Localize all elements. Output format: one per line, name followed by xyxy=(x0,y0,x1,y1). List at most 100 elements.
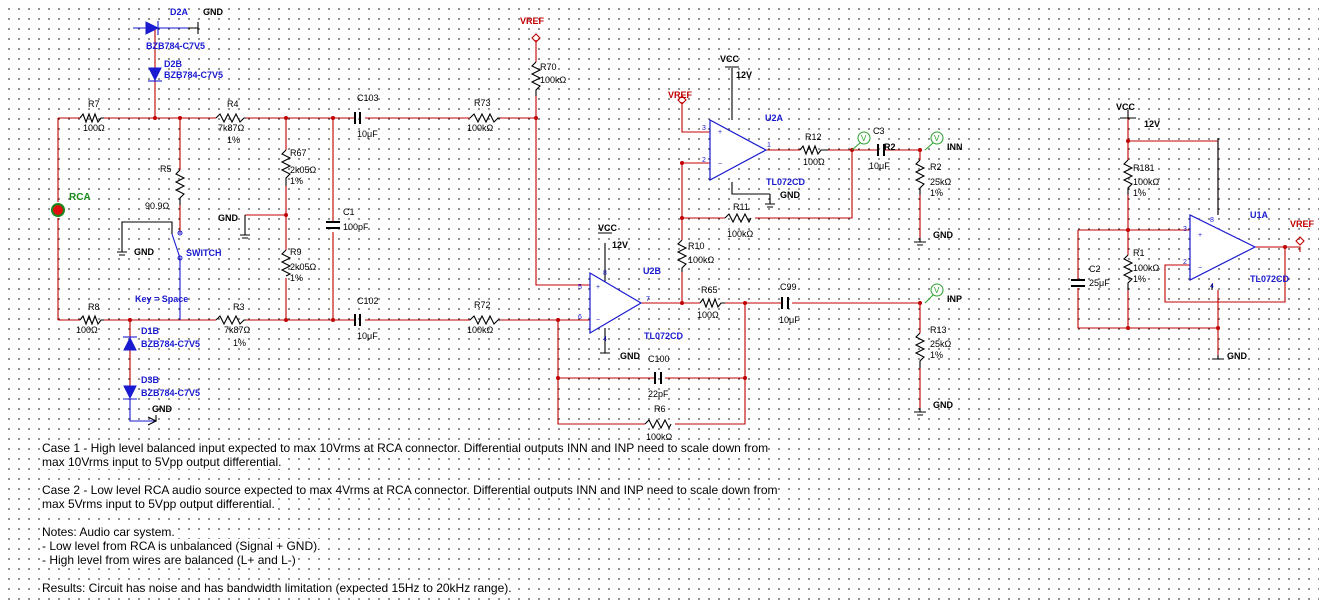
r8-value: 100Ω xyxy=(76,325,98,335)
r1-ref: R1 xyxy=(1133,248,1145,258)
r4-value: 7k87Ω xyxy=(218,123,245,133)
vcc-label-u2a: VCC xyxy=(720,54,740,64)
wires xyxy=(57,28,1301,425)
notes-title: Notes: Audio car system. xyxy=(42,525,175,539)
c2-value: 25μF xyxy=(1089,278,1110,288)
svg-text:2: 2 xyxy=(702,157,706,164)
v12-label-u2a: 12V xyxy=(736,70,752,80)
r70-ref: R70 xyxy=(540,62,557,72)
c2-ref: C2 xyxy=(1089,264,1101,274)
u2b-part: TL072CD xyxy=(644,331,684,341)
r3-ref: R3 xyxy=(233,302,245,312)
gnd-label-switch: GND xyxy=(134,247,155,257)
r72-ref: R72 xyxy=(474,300,491,310)
r73-value: 100kΩ xyxy=(467,123,494,133)
switch-key: Key = Space xyxy=(135,294,188,304)
r9-value: 2k05Ω xyxy=(290,262,317,272)
r1-tol: 1% xyxy=(1133,274,1146,284)
voltage-probes: V V V xyxy=(851,131,944,304)
note-line-2: - High level from wires are balanced (L+… xyxy=(42,553,296,567)
vcc-label-u2b: VCC xyxy=(598,223,618,233)
r11-ref: R11 xyxy=(733,202,749,212)
gnd-label-r67: GND xyxy=(218,213,239,223)
c99-ref: C99 xyxy=(780,282,797,292)
switch xyxy=(117,221,183,320)
r65-ref: R65 xyxy=(701,285,718,295)
c102-ref: C102 xyxy=(357,296,379,306)
svg-text:4: 4 xyxy=(1210,283,1214,290)
v12-label-u1a: 12V xyxy=(1144,119,1160,129)
case1-line1: Case 1 - High level balanced input expec… xyxy=(42,441,769,455)
inp-label: INP xyxy=(947,294,962,304)
svg-text:+: + xyxy=(718,129,722,136)
svg-text:8: 8 xyxy=(603,270,607,277)
r9-tol: 1% xyxy=(290,273,303,283)
c103-ref: C103 xyxy=(357,93,379,103)
r12-ref: R12 xyxy=(805,132,822,142)
d3b-ref: D3B xyxy=(141,375,160,385)
gnd-symbols xyxy=(147,22,1224,426)
v12-label-u2b: 12V xyxy=(612,240,628,250)
r6-ref: R6 xyxy=(654,404,666,414)
r181-ref: R181 xyxy=(1133,163,1155,173)
svg-text:4: 4 xyxy=(603,336,607,343)
d1b-ref: D1B xyxy=(141,326,160,336)
r2-value: 25kΩ xyxy=(930,177,952,187)
c1-ref: C1 xyxy=(343,207,355,217)
junction-dots xyxy=(128,116,1287,380)
capacitor-symbols xyxy=(326,112,1085,384)
c1-value: 100pF xyxy=(343,222,369,232)
vcc-supplies xyxy=(598,66,1219,283)
r5-value: 90.9Ω xyxy=(145,201,170,211)
r4-tol: 1% xyxy=(227,135,240,145)
notes-block: Case 1 - High level balanced input expec… xyxy=(42,441,842,595)
r73-ref: R73 xyxy=(474,98,491,108)
u2b-ref: U2B xyxy=(643,266,662,276)
resistor-symbols xyxy=(79,61,1134,430)
svg-text:−: − xyxy=(596,317,600,324)
svg-text:V: V xyxy=(934,286,940,295)
case2-line1: Case 2 - Low level RCA audio source expe… xyxy=(42,483,778,497)
r8-ref: R8 xyxy=(88,302,100,312)
svg-text:8: 8 xyxy=(1210,217,1214,224)
r4-ref: R4 xyxy=(227,99,239,109)
svg-text:2: 2 xyxy=(1183,259,1187,266)
vref-label-3: VREF xyxy=(1290,219,1315,229)
r67-ref: R67 xyxy=(290,148,307,158)
gnd-label-u1a: GND xyxy=(1227,351,1248,361)
r7-ref: R7 xyxy=(88,99,100,109)
svg-text:+: + xyxy=(596,284,600,291)
u1a-ref: U1A xyxy=(1250,210,1269,220)
r6-value: 100kΩ xyxy=(646,432,673,442)
r13-tol: 1% xyxy=(930,350,943,360)
d2b-part: BZB784-C7V5 xyxy=(164,70,223,80)
case1-line2: max 10Vrms input to 5Vpp output differen… xyxy=(42,455,282,469)
labels: D2A GND BZB784-C7V5 D2B BZB784-C7V5 D1B … xyxy=(69,7,1315,442)
r67-value: 2k05Ω xyxy=(290,165,317,175)
svg-text:5: 5 xyxy=(578,284,582,291)
r3-value: 7k87Ω xyxy=(224,325,251,335)
d2b-ref: D2B xyxy=(164,59,183,69)
r181-value: 100kΩ xyxy=(1133,177,1160,187)
svg-text:−: − xyxy=(1198,265,1202,272)
rca-connector[interactable] xyxy=(51,203,65,217)
svg-text:V: V xyxy=(934,134,940,143)
r13-value: 25kΩ xyxy=(930,339,952,349)
svg-text:7: 7 xyxy=(646,296,650,303)
switch-ref: SWITCH xyxy=(186,248,222,258)
gnd-label-u2b: GND xyxy=(620,351,641,361)
r2-ref: R2 xyxy=(930,162,942,172)
c100-ref: C100 xyxy=(648,354,670,364)
svg-text:3: 3 xyxy=(702,125,706,132)
u1a-part: TL072CD xyxy=(1250,274,1290,284)
vref-label-2: VREF xyxy=(668,90,693,100)
r70-value: 100kΩ xyxy=(540,75,567,85)
r65-value: 100Ω xyxy=(697,310,719,320)
svg-text:+: + xyxy=(1198,232,1202,239)
d1b-part: BZB784-C7V5 xyxy=(141,339,200,349)
svg-text:3: 3 xyxy=(1183,226,1187,233)
vcc-label-u1a: VCC xyxy=(1116,102,1136,112)
r2-tol: 1% xyxy=(930,188,943,198)
d2a-part: BZB784-C7V5 xyxy=(146,41,205,51)
